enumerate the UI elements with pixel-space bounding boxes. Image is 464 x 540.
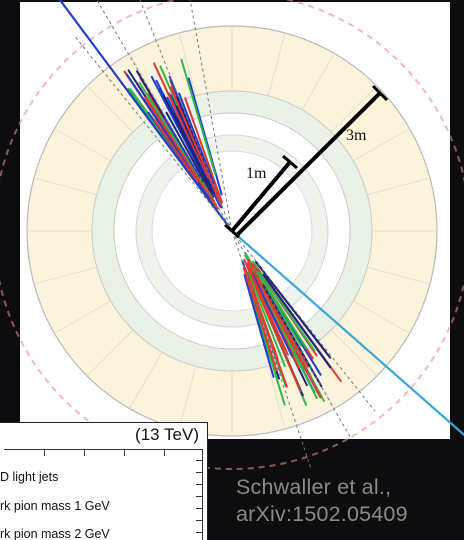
track bbox=[251, 272, 293, 357]
neutral-tracks bbox=[74, 0, 376, 469]
track bbox=[184, 97, 223, 204]
track bbox=[254, 260, 327, 353]
long-track bbox=[230, 229, 464, 437]
track bbox=[165, 111, 215, 198]
scale-label-3m: 3m bbox=[346, 127, 367, 144]
track bbox=[247, 271, 286, 367]
citation-arxiv: arXiv:1502.05409 bbox=[236, 502, 408, 526]
neutral-track bbox=[231, 230, 352, 440]
track bbox=[178, 92, 215, 185]
track bbox=[242, 266, 278, 372]
track bbox=[260, 272, 316, 352]
track bbox=[244, 277, 275, 378]
track bbox=[243, 258, 302, 392]
track bbox=[153, 119, 199, 183]
scale-label-1m: 1m bbox=[246, 165, 267, 182]
long-track bbox=[58, 0, 234, 233]
track bbox=[247, 276, 288, 388]
track bbox=[126, 73, 202, 185]
track bbox=[157, 116, 219, 210]
track bbox=[259, 282, 308, 372]
neutral-track bbox=[139, 0, 233, 232]
legend-item-pion-1gev: rk pion mass 1 GeV bbox=[0, 499, 110, 513]
neutral-track bbox=[231, 230, 376, 412]
track bbox=[164, 117, 201, 178]
track bbox=[256, 270, 308, 350]
track bbox=[138, 81, 212, 198]
neutral-track bbox=[96, 0, 233, 232]
track bbox=[187, 77, 223, 196]
track bbox=[162, 94, 209, 184]
track bbox=[180, 58, 217, 176]
inset-energy-label: (13 TeV) bbox=[135, 425, 199, 444]
track bbox=[153, 62, 209, 180]
inset-plot-frame bbox=[4, 449, 203, 540]
track bbox=[169, 86, 222, 206]
plot-inset: (13 TeV) D light jets rk pion mass 1 GeV… bbox=[0, 422, 208, 540]
track bbox=[262, 273, 332, 369]
legend-item-pion-2gev: rk pion mass 2 GeV bbox=[0, 527, 110, 540]
citation: Schwaller et al., arXiv:1502.05409 bbox=[236, 474, 462, 528]
calorimeter-segments bbox=[27, 26, 437, 436]
scale-bar-3m bbox=[234, 84, 389, 238]
track bbox=[247, 266, 289, 356]
track bbox=[244, 252, 303, 347]
particle-tracks bbox=[58, 0, 464, 437]
legend-item-light-jets: D light jets bbox=[0, 470, 59, 484]
track bbox=[176, 95, 211, 177]
citation-authors: Schwaller et al., bbox=[236, 475, 392, 499]
track bbox=[247, 259, 309, 368]
